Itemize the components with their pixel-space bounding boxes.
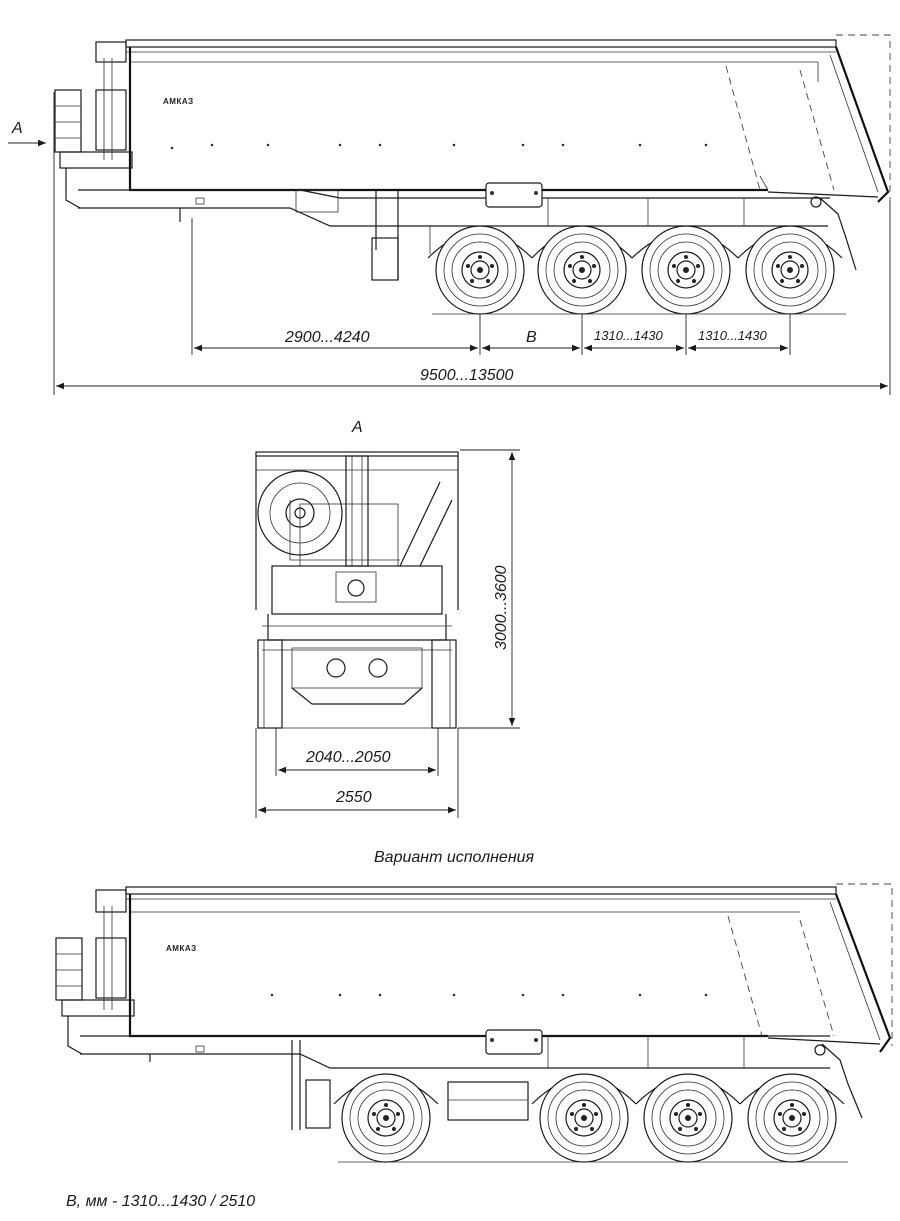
- footnote: B, мм - 1310...1430 / 2510: [66, 1193, 255, 1210]
- wheel: [747, 1073, 837, 1163]
- variant-title: Вариант исполнения: [374, 849, 535, 866]
- lift-cylinder: [345, 455, 369, 567]
- side-view: A АМКАЗ: [8, 34, 891, 395]
- dim-width: 2550: [335, 789, 372, 806]
- view-arrow-label: A: [11, 120, 23, 137]
- wheel: [745, 225, 835, 315]
- front-body-top: [255, 451, 459, 457]
- wheel: [341, 1073, 431, 1163]
- variant-dump-body: [95, 886, 892, 1053]
- dim-b: B: [526, 329, 537, 346]
- variant-brand-label: АМКАЗ: [166, 944, 197, 953]
- dim-axle-2: 1310...1430: [698, 328, 767, 343]
- dim-kingpin: 2900...4240: [284, 329, 370, 346]
- front-bumper: [271, 565, 443, 615]
- body-outline-dashed: [836, 34, 891, 200]
- dim-axle-1: 1310...1430: [594, 328, 663, 343]
- dim-height: 3000...3600: [493, 565, 510, 650]
- front-ladder: [54, 89, 133, 209]
- brand-label: АМКАЗ: [163, 97, 194, 106]
- variant-toolbox: [447, 1081, 529, 1121]
- variant-outline-dashed: [836, 883, 893, 1046]
- variant-rivets: [270, 993, 708, 997]
- wheel: [641, 225, 731, 315]
- front-view-title: A: [351, 419, 363, 436]
- body-rivets: [170, 143, 708, 150]
- variant-chassis: [80, 1029, 863, 1130]
- dim-track: 2040...2050: [305, 749, 391, 766]
- variant-view: Вариант исполнения АМКАЗ: [55, 849, 893, 1163]
- wheel: [537, 225, 627, 315]
- wheel: [643, 1073, 733, 1163]
- front-tire-right: [431, 639, 457, 729]
- dim-overall: 9500...13500: [420, 367, 514, 384]
- wheel: [539, 1073, 629, 1163]
- front-view: A: [255, 419, 520, 818]
- variant-front-ladder: [55, 937, 135, 1055]
- front-tire-left: [257, 639, 283, 729]
- dump-body: [95, 39, 890, 203]
- front-body-sides: [255, 456, 459, 610]
- wheel: [435, 225, 525, 315]
